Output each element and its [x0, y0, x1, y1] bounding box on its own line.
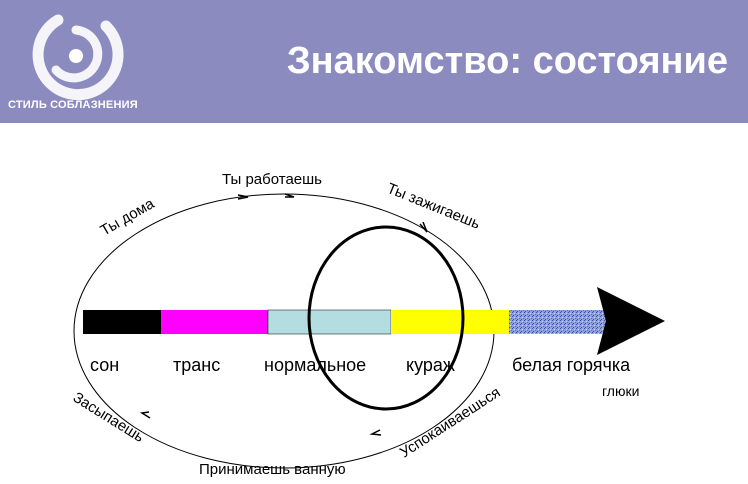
cycle-label-bath: Принимаешь ванную: [199, 461, 346, 478]
state-bar-normal: [267, 309, 392, 335]
state-bar-trans: [161, 310, 268, 334]
cycle-arrow-icon: [369, 429, 382, 436]
state-label-delirium: белая горячка: [512, 355, 631, 375]
state-bar-delirium: [509, 310, 606, 334]
state-label-son: сон: [90, 355, 119, 375]
logo-icon: [32, 14, 124, 101]
cycle-label-calm: Успокаиваешься: [397, 384, 504, 461]
logo-text: СТИЛЬ СОБЛАЗНЕНИЯ: [8, 99, 138, 111]
cycle-arrow-icon: [139, 411, 151, 419]
arrow-head-icon: [597, 287, 665, 355]
cycle-label-home: Ты дома: [98, 195, 158, 240]
header-banner: СТИЛЬ СОБЛАЗНЕНИЯ Знакомство: состояние: [0, 0, 748, 123]
state-label-courage: кураж: [406, 355, 455, 375]
cycle-arrow-icon: [237, 194, 249, 200]
cycle-label-sleep: Засыпаешь: [70, 389, 147, 446]
state-label-normal: нормальное: [264, 355, 366, 375]
cycle-arrow-icon: [284, 193, 295, 198]
page-title: Знакомство: состояние: [286, 40, 728, 82]
state-bar-son: [83, 310, 161, 334]
cycle-arrow-icon: [419, 221, 428, 233]
courage-ellipse: [307, 225, 465, 411]
cycle-label-party: Ты зажигаешь: [385, 180, 483, 233]
cycle-label-work: Ты работаешь: [222, 171, 322, 188]
state-bar-courage: [391, 310, 509, 334]
state-label-trans: транс: [173, 355, 220, 375]
state-label-glitches: глюки: [602, 383, 639, 399]
